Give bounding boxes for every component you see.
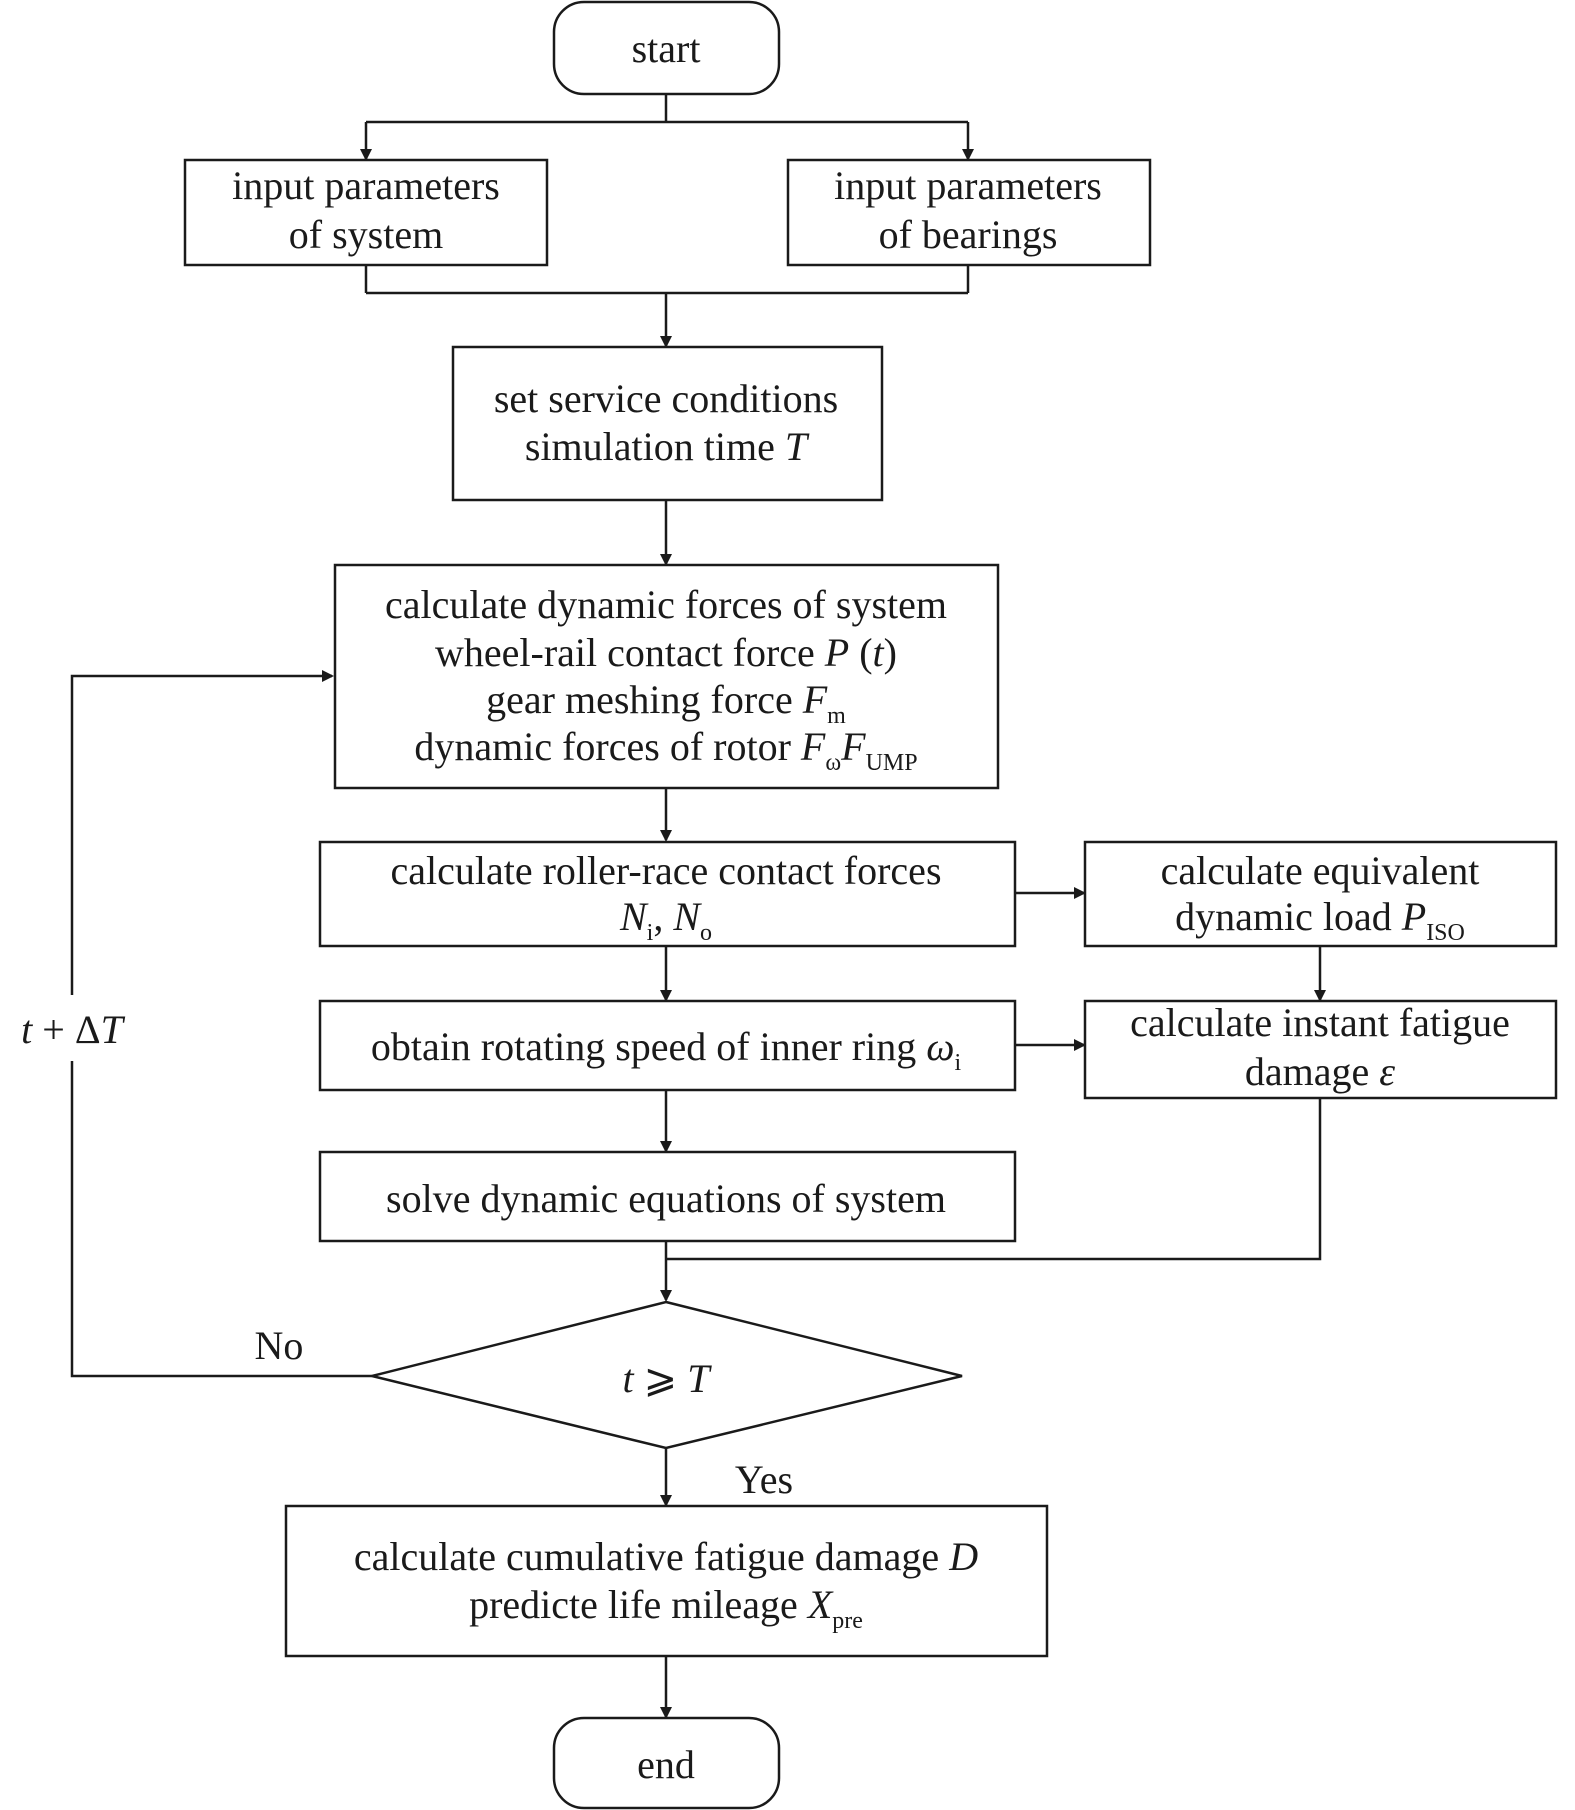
input-system-line1: input parameters	[232, 163, 500, 208]
cumulative-line2: predicte life mileage Xpre	[469, 1582, 863, 1634]
instant-line2: damage ε	[1245, 1049, 1395, 1094]
dynamic-line2: wheel-rail contact force P (t)	[435, 630, 897, 675]
dynamic-line4: dynamic forces of rotor FωFUMP	[414, 724, 917, 776]
cumulative-line1: calculate cumulative fatigue damage D	[354, 1534, 978, 1579]
dynamic-line1: calculate dynamic forces of system	[385, 582, 947, 627]
cumulative-node: calculate cumulative fatigue damage D pr…	[284, 1504, 1049, 1658]
roller-line1: calculate roller-race contact forces	[390, 848, 941, 893]
equivalent-node: calculate equivalent dynamic load PISO	[1083, 840, 1558, 948]
decision-node: t ⩾ T	[371, 1300, 963, 1450]
input-system-node: input parameters of system	[183, 158, 549, 267]
loop-label: t + ΔT	[21, 1007, 125, 1052]
end-node: end	[552, 1716, 781, 1810]
dynamic-line3: gear meshing force Fm	[486, 677, 846, 729]
speed-node: obtain rotating speed of inner ring ωi	[318, 999, 1017, 1092]
no-label: No	[255, 1323, 304, 1368]
service-line1: set service conditions	[494, 376, 838, 421]
solve-label: solve dynamic equations of system	[386, 1176, 946, 1221]
input-system-line2: of system	[289, 212, 443, 257]
roller-node: calculate roller-race contact forces Ni,…	[318, 840, 1017, 948]
input-bearings-line1: input parameters	[834, 163, 1102, 208]
service-line2: simulation time T	[525, 424, 810, 469]
end-label: end	[637, 1742, 695, 1787]
speed-line: obtain rotating speed of inner ring ωi	[371, 1024, 962, 1076]
loop-label-background	[18, 995, 130, 1061]
dynamic-node: calculate dynamic forces of system wheel…	[333, 563, 1000, 790]
roller-line2: Ni, No	[619, 894, 712, 946]
start-label: start	[632, 26, 701, 71]
instant-line1: calculate instant fatigue	[1130, 1000, 1510, 1045]
decision-label: t ⩾ T	[623, 1356, 713, 1401]
start-node: start	[552, 0, 781, 96]
equivalent-line2: dynamic load PISO	[1175, 894, 1465, 946]
equivalent-line1: calculate equivalent	[1161, 848, 1480, 893]
input-bearings-node: input parameters of bearings	[786, 158, 1152, 267]
connector-instant-merge	[666, 1098, 1322, 1261]
yes-label: Yes	[735, 1457, 793, 1502]
instant-node: calculate instant fatigue damage ε	[1083, 999, 1558, 1100]
solve-node: solve dynamic equations of system	[318, 1150, 1017, 1243]
service-node: set service conditions simulation time T	[451, 345, 884, 502]
input-bearings-line2: of bearings	[879, 212, 1058, 257]
connectors	[70, 94, 1326, 1719]
